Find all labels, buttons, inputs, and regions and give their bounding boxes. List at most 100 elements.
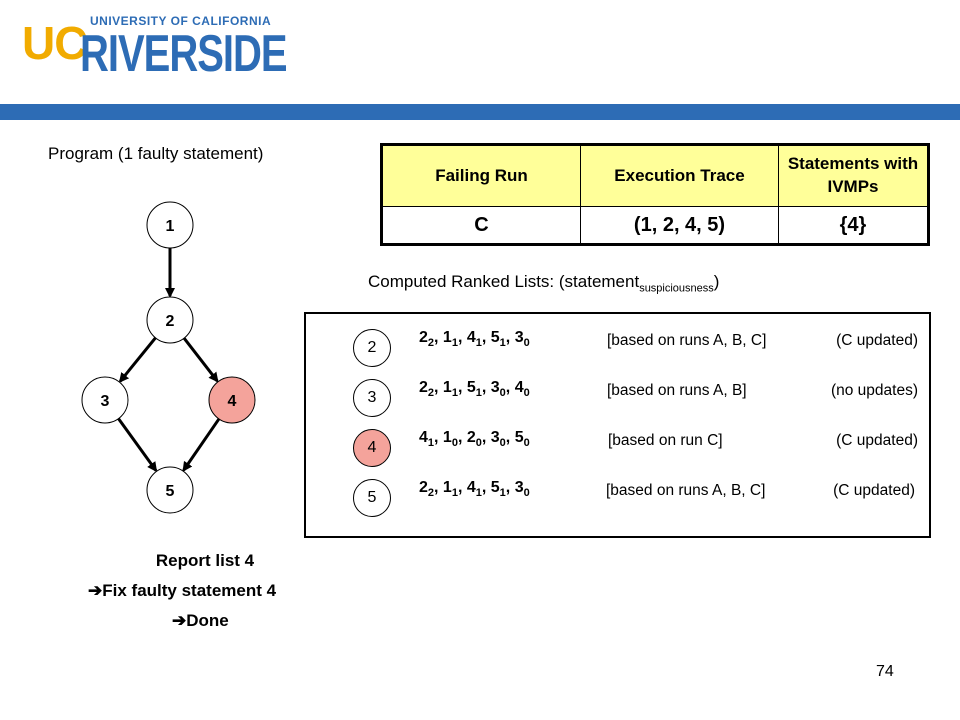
ranked-item-score: 1 [427,437,435,450]
failing-run-table: Failing Run Execution Trace Statements w… [380,143,930,246]
edge-2-4 [182,337,219,383]
node-circle [81,376,129,424]
ranked-title-end: ) [713,272,720,291]
ranked-item: 5 [490,479,500,496]
ranked-item-score: 2 [427,487,435,500]
header-statements-ivmps: Statements with IVMPs [778,144,929,207]
ranked-item-score: 1 [475,337,482,350]
ranked-node-4: 4 [353,429,391,467]
graph-nodes: 1 2 3 4 5 [81,201,256,514]
report-line-2-text: Fix faulty statement 4 [102,581,277,600]
report-line-3: ➔Done [0,609,350,639]
ranked-update-status: (C updated) [836,432,918,449]
ranked-item: 3 [514,329,524,346]
ranked-item: 3 [490,379,500,396]
ranked-item: 3 [514,479,524,496]
cell-statements-ivmps: {4} [778,206,929,245]
arrow-icon: ➔ [172,611,187,630]
ranked-item-score: 1 [499,487,506,500]
control-flow-graph: 1 2 3 4 5 [81,201,256,514]
ranked-item-score: 1 [451,337,458,350]
ranked-item-score: 1 [451,487,458,500]
ranked-basis: [based on runs A, B] [607,382,747,399]
header-bar [0,104,960,120]
ranked-title-main: Computed Ranked Lists: (statement [368,272,640,291]
ranked-item-score: 0 [451,437,458,450]
program-title: Program (1 faulty statement) [48,144,264,163]
ranked-node-3: 3 [353,379,391,417]
ranked-item-score: 0 [523,387,530,400]
report-line-2: ➔Fix faulty statement 4 [0,579,350,609]
ranked-item-score: 0 [523,437,530,450]
arrow-icon: ➔ [88,581,103,600]
ranked-item-score: 0 [499,437,506,450]
report-line-1-text: Report list 4 [155,551,255,570]
ranked-lists-box [304,312,931,538]
ranked-node-2: 2 [353,329,391,367]
node-label: 4 [228,393,237,410]
ranked-item-score: 0 [523,337,530,350]
ranked-basis: [based on runs A, B, C] [607,332,767,349]
node-label: 2 [166,313,175,330]
page-number: 74 [876,663,894,680]
ranked-item-score: 2 [427,387,435,400]
ranked-item: 5 [466,379,476,396]
graph-node-1: 1 [146,201,194,249]
cell-execution-trace: (1, 2, 4, 5) [580,206,779,245]
ranked-item: 1 [442,329,452,346]
graph-node-4: 4 [208,376,256,424]
ranked-item: 5 [490,329,500,346]
node-circle [146,466,194,514]
ranked-node-5: 5 [353,479,391,517]
ranked-item-score: 1 [475,487,482,500]
ranked-item-score: 1 [451,387,458,400]
table-row: C (1, 2, 4, 5) {4} [381,206,929,245]
graph-node-3: 3 [81,376,129,424]
ranked-item: 3 [490,429,500,446]
node-label: 3 [101,393,110,410]
ranked-item: 4 [466,329,476,346]
ranked-item-score: 0 [523,487,530,500]
ranked-item: 2 [466,429,476,446]
ranked-item: 1 [442,379,452,396]
node-circle [146,201,194,249]
graph-node-5: 5 [146,466,194,514]
ranked-item-score: 1 [499,337,506,350]
ranked-item-score: 1 [475,387,482,400]
ranked-item: 1 [442,479,452,496]
ranked-list: 22, 11, 41, 51, 30 [419,479,530,500]
ranked-update-status: (C updated) [833,482,915,499]
ranked-basis: [based on runs A, B, C] [606,482,766,499]
logo-university-text: UNIVERSITY OF CALIFORNIA [90,14,272,28]
edge-2-3 [118,336,157,383]
edge-4-5 [182,418,221,472]
report-line-3-text: Done [186,611,229,630]
graph-edges [117,248,221,473]
node-label: 5 [166,483,175,500]
node-circle [146,296,194,344]
ranked-list: 22, 11, 51, 30, 40 [419,379,530,400]
ranked-item: 5 [514,429,524,446]
logo-uc: UC [22,17,87,69]
ranked-update-status: (C updated) [836,332,918,349]
ranked-item: 2 [419,479,428,496]
ranked-item: 4 [466,479,476,496]
ranked-item: 2 [419,379,428,396]
ranked-basis: [based on run C] [608,432,723,449]
node-circle [208,376,256,424]
graph-node-2: 2 [146,296,194,344]
ranked-update-status: (no updates) [830,382,918,399]
header-execution-trace: Execution Trace [580,144,779,207]
ranked-list: 22, 11, 41, 51, 30 [419,329,530,350]
ranked-item-score: 0 [475,437,482,450]
ranked-item: 1 [442,429,452,446]
ranked-item: 4 [419,429,428,446]
report-line-1: Report list 4 [0,549,350,579]
ranked-lists-title: Computed Ranked Lists: (statementsuspici… [368,272,719,294]
ranked-item: 4 [514,379,524,396]
cell-failing-run: C [381,206,581,245]
ranked-title-sub: suspiciousness [639,282,714,295]
report-block: Report list 4 ➔Fix faulty statement 4 ➔D… [0,549,350,639]
node-label: 1 [166,218,175,235]
ranked-item-score: 0 [499,387,506,400]
